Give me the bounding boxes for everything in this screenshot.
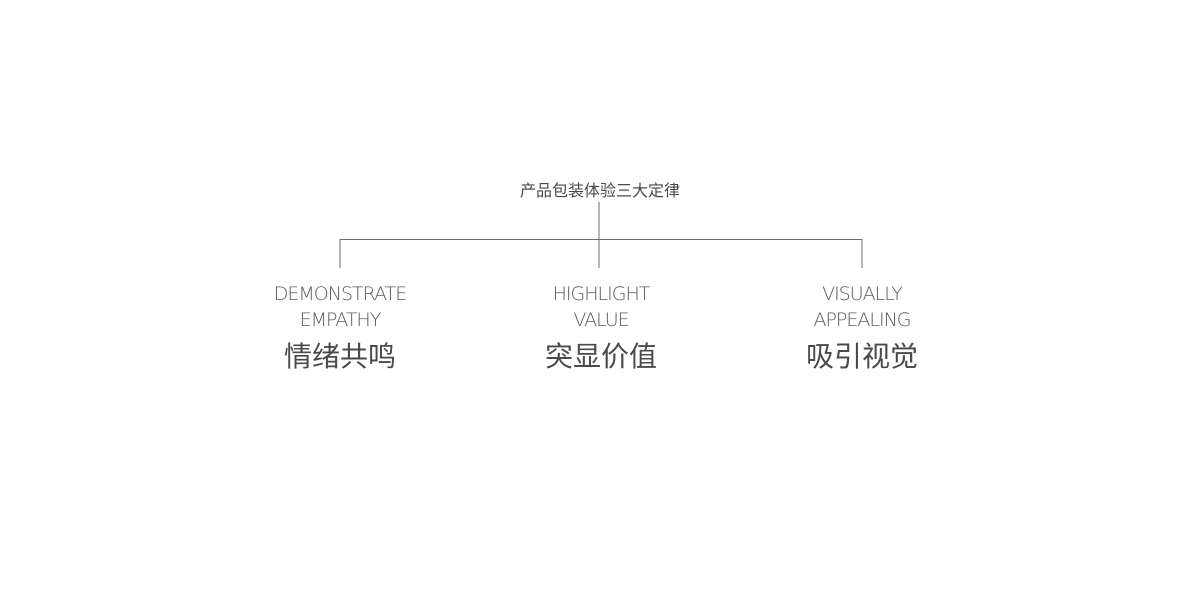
branch-english-label: DEMONSTRATE EMPATHY <box>220 281 460 333</box>
branch-demonstrate-empathy: DEMONSTRATE EMPATHY 情绪共鸣 <box>220 281 460 375</box>
branch-english-label: VISUALLY APPEALING <box>742 281 982 333</box>
branch-english-line-2: VALUE <box>573 309 629 331</box>
branch-english-line-1: HIGHLIGHT <box>552 283 651 305</box>
branch-english-line-1: VISUALLY <box>822 283 903 305</box>
branch-chinese-label: 吸引视觉 <box>805 340 918 373</box>
diagram-root-title: 产品包装体验三大定律 <box>519 181 680 200</box>
branch-highlight-value: HIGHLIGHT VALUE 突显价值 <box>481 281 721 375</box>
branch-english-line-1: DEMONSTRATE <box>273 283 407 305</box>
branch-english-line-2: EMPATHY <box>299 309 382 331</box>
branch-visually-appealing: VISUALLY APPEALING 吸引视觉 <box>742 281 982 375</box>
branch-english-label: HIGHLIGHT VALUE <box>481 281 721 333</box>
branch-chinese-label: 情绪共鸣 <box>283 340 396 373</box>
branch-chinese-label: 突显价值 <box>544 340 657 373</box>
branch-english-line-2: APPEALING <box>813 309 911 331</box>
